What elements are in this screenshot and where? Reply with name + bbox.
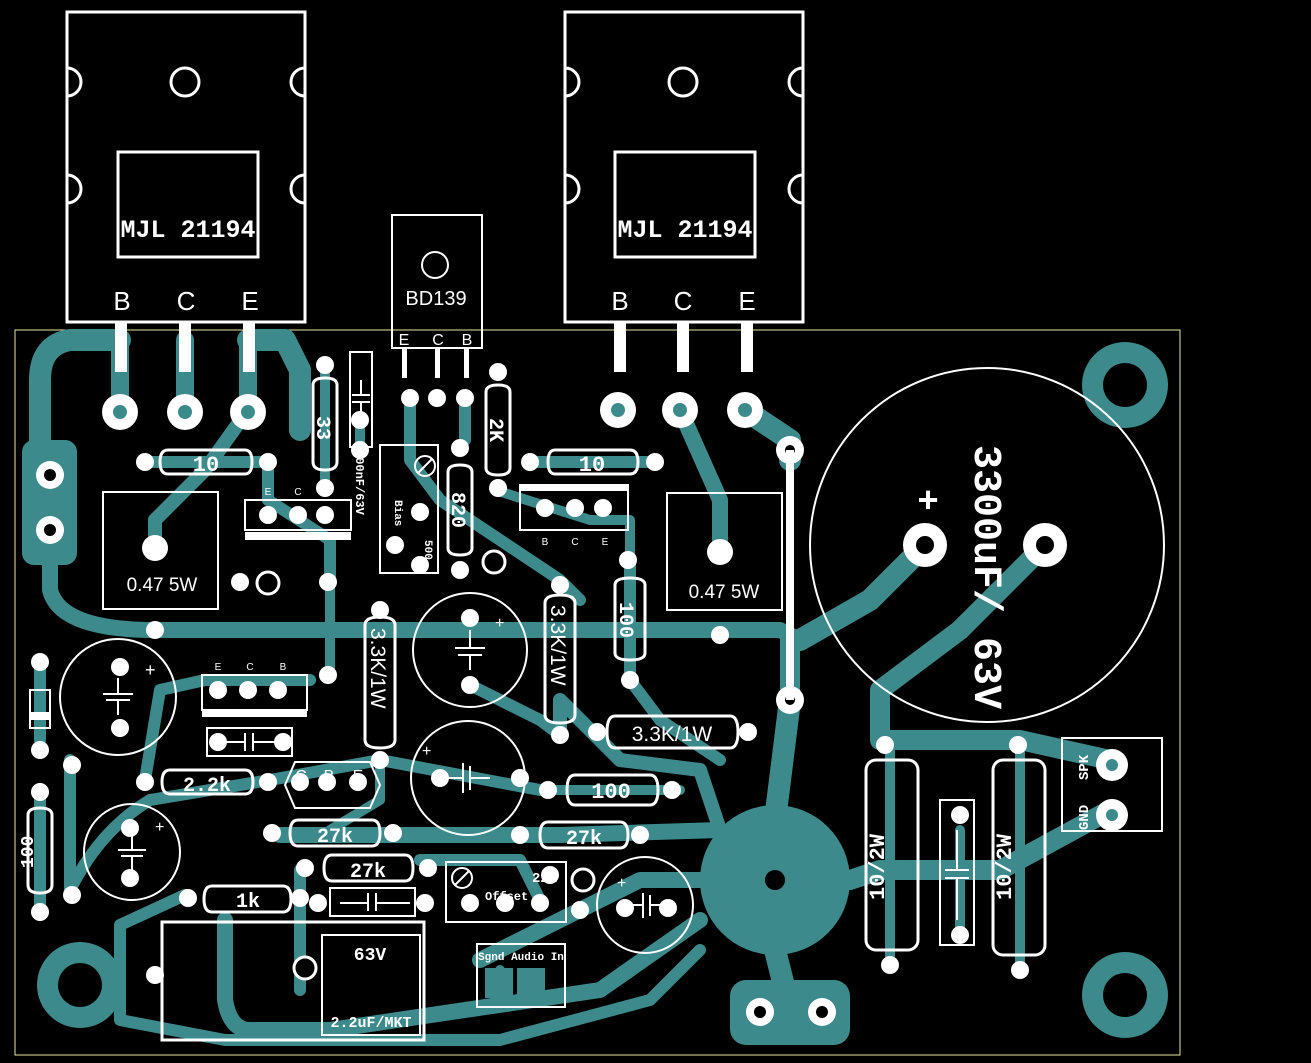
r33k-b-label: 3.3K/1W [546, 605, 569, 686]
board-outline [14, 329, 1181, 1056]
mount-hole-bottom-left [37, 942, 123, 1028]
bias-label: Bias [391, 500, 403, 526]
bias-value: 500 [421, 540, 433, 560]
input-cap-block: 63V 2.2uF/MKT [160, 920, 426, 1042]
offset-value: 22k [532, 871, 557, 887]
q-mid-e: E [602, 537, 609, 548]
left-power-transistor: MJL 21194 B C E [65, 10, 307, 372]
svg-text:+: + [145, 660, 156, 680]
mkt-label: 2.2uF/MKT [330, 1015, 411, 1032]
r10-2w-a-label: 10/2W [866, 833, 891, 900]
left-transistor-part: MJL 21194 [120, 216, 255, 245]
left-pin-c: C [177, 286, 196, 316]
right-transistor-part: MJL 21194 [617, 216, 752, 245]
right-power-transistor: MJL 21194 B C E [563, 10, 805, 372]
driver-pin-b: B [462, 332, 473, 349]
mounting-holes [37, 342, 1168, 1038]
bias-trimmer: Bias 500 [379, 444, 439, 574]
left-pin-b: B [113, 286, 130, 316]
q-mid-c: C [571, 537, 578, 548]
r820-label: 820 [445, 492, 468, 528]
large-pads [36, 392, 1128, 1026]
q-center-b: B [324, 768, 335, 785]
offset-label: Offset [485, 890, 528, 904]
q-left2-b: B [280, 662, 287, 673]
q-left-c: C [294, 487, 301, 498]
mkt-voltage: 63V [354, 946, 387, 966]
main-cap-label: 3300uF/ 63V [962, 445, 1007, 709]
q-center-e: E [353, 768, 364, 785]
driver-transistor: BD139 E C B [391, 214, 483, 378]
r100v-label: 100 [613, 602, 636, 638]
r10-2w-b-label: 10/2W [993, 833, 1018, 900]
diode [29, 689, 51, 729]
q-left2-e: E [215, 662, 222, 673]
r27k-c-label: 27k [350, 861, 386, 884]
emitter-resistors: 0.47 5W 0.47 5W [102, 491, 783, 611]
r10-right-label: 10 [579, 453, 605, 478]
q-center-c: C [295, 768, 307, 785]
right-pin-c: C [674, 286, 693, 316]
r27k-b-label: 27k [566, 828, 602, 851]
vertical-resistors: 33 2K 820 3.3K/1W 3.3K/1W 100 100 10/2W … [19, 376, 1047, 957]
resistors: 10 10 2.2k 100 27k 27k 27k 1k 3.3K/1W [158, 448, 740, 914]
driver-part: BD139 [405, 288, 466, 310]
gnd-label: GND [1077, 805, 1093, 830]
mount-hole-top-right [1082, 342, 1168, 428]
driver-pin-e: E [399, 332, 410, 349]
small-transistors: E C B C E E C B C B E [201, 484, 629, 809]
cap-100nf-label: 100nF/63V [352, 450, 366, 516]
r22k-label: 2.2k [183, 775, 231, 798]
svg-text:+: + [155, 819, 164, 836]
q-left-e: E [265, 487, 272, 498]
r1k-label: 1k [236, 891, 260, 914]
electrolytic-capacitors: + + + + + [59, 592, 694, 954]
q-mid-b: B [542, 537, 549, 548]
audio-in-connector: Sgnd Audio In [476, 943, 566, 1008]
r33-label: 33 [310, 416, 333, 440]
q-left2-c: C [246, 662, 253, 673]
main-filter-capacitor: + 3300uF/ 63V [809, 367, 1165, 723]
r10-left-label: 10 [193, 453, 219, 478]
r047-right-label: 0.47 5W [689, 582, 760, 603]
r33k-c-label: 3.3K/1W [632, 723, 713, 746]
mount-hole-bottom-right [1082, 952, 1168, 1038]
r047-left-label: 0.47 5W [127, 575, 198, 596]
r2k-label: 2K [483, 418, 506, 442]
r33k-a-label: 3.3K/1W [366, 628, 389, 709]
r100-left-label: 100 [19, 836, 39, 868]
spk-label: SPK [1077, 754, 1093, 780]
via-rings [255, 549, 596, 981]
right-pin-e: E [738, 286, 755, 316]
speaker-connector: SPK GND [1061, 737, 1163, 832]
main-cap-plus: + [917, 482, 939, 523]
svg-text:+: + [422, 743, 431, 760]
svg-text:+: + [617, 875, 626, 892]
copper-traces [22, 329, 1120, 1046]
r100h-label: 100 [591, 780, 631, 805]
left-pin-e: E [241, 286, 258, 316]
small-capacitors: 100nF/63V [206, 351, 975, 946]
offset-trimmer: Offset 22k [445, 861, 567, 923]
svg-text:+: + [495, 615, 504, 632]
right-pin-b: B [611, 286, 628, 316]
audio-in-label: Sgnd Audio In [478, 952, 564, 964]
r27k-a-label: 27k [317, 826, 353, 849]
rail-wire [786, 450, 794, 700]
driver-pin-c: C [432, 332, 444, 349]
